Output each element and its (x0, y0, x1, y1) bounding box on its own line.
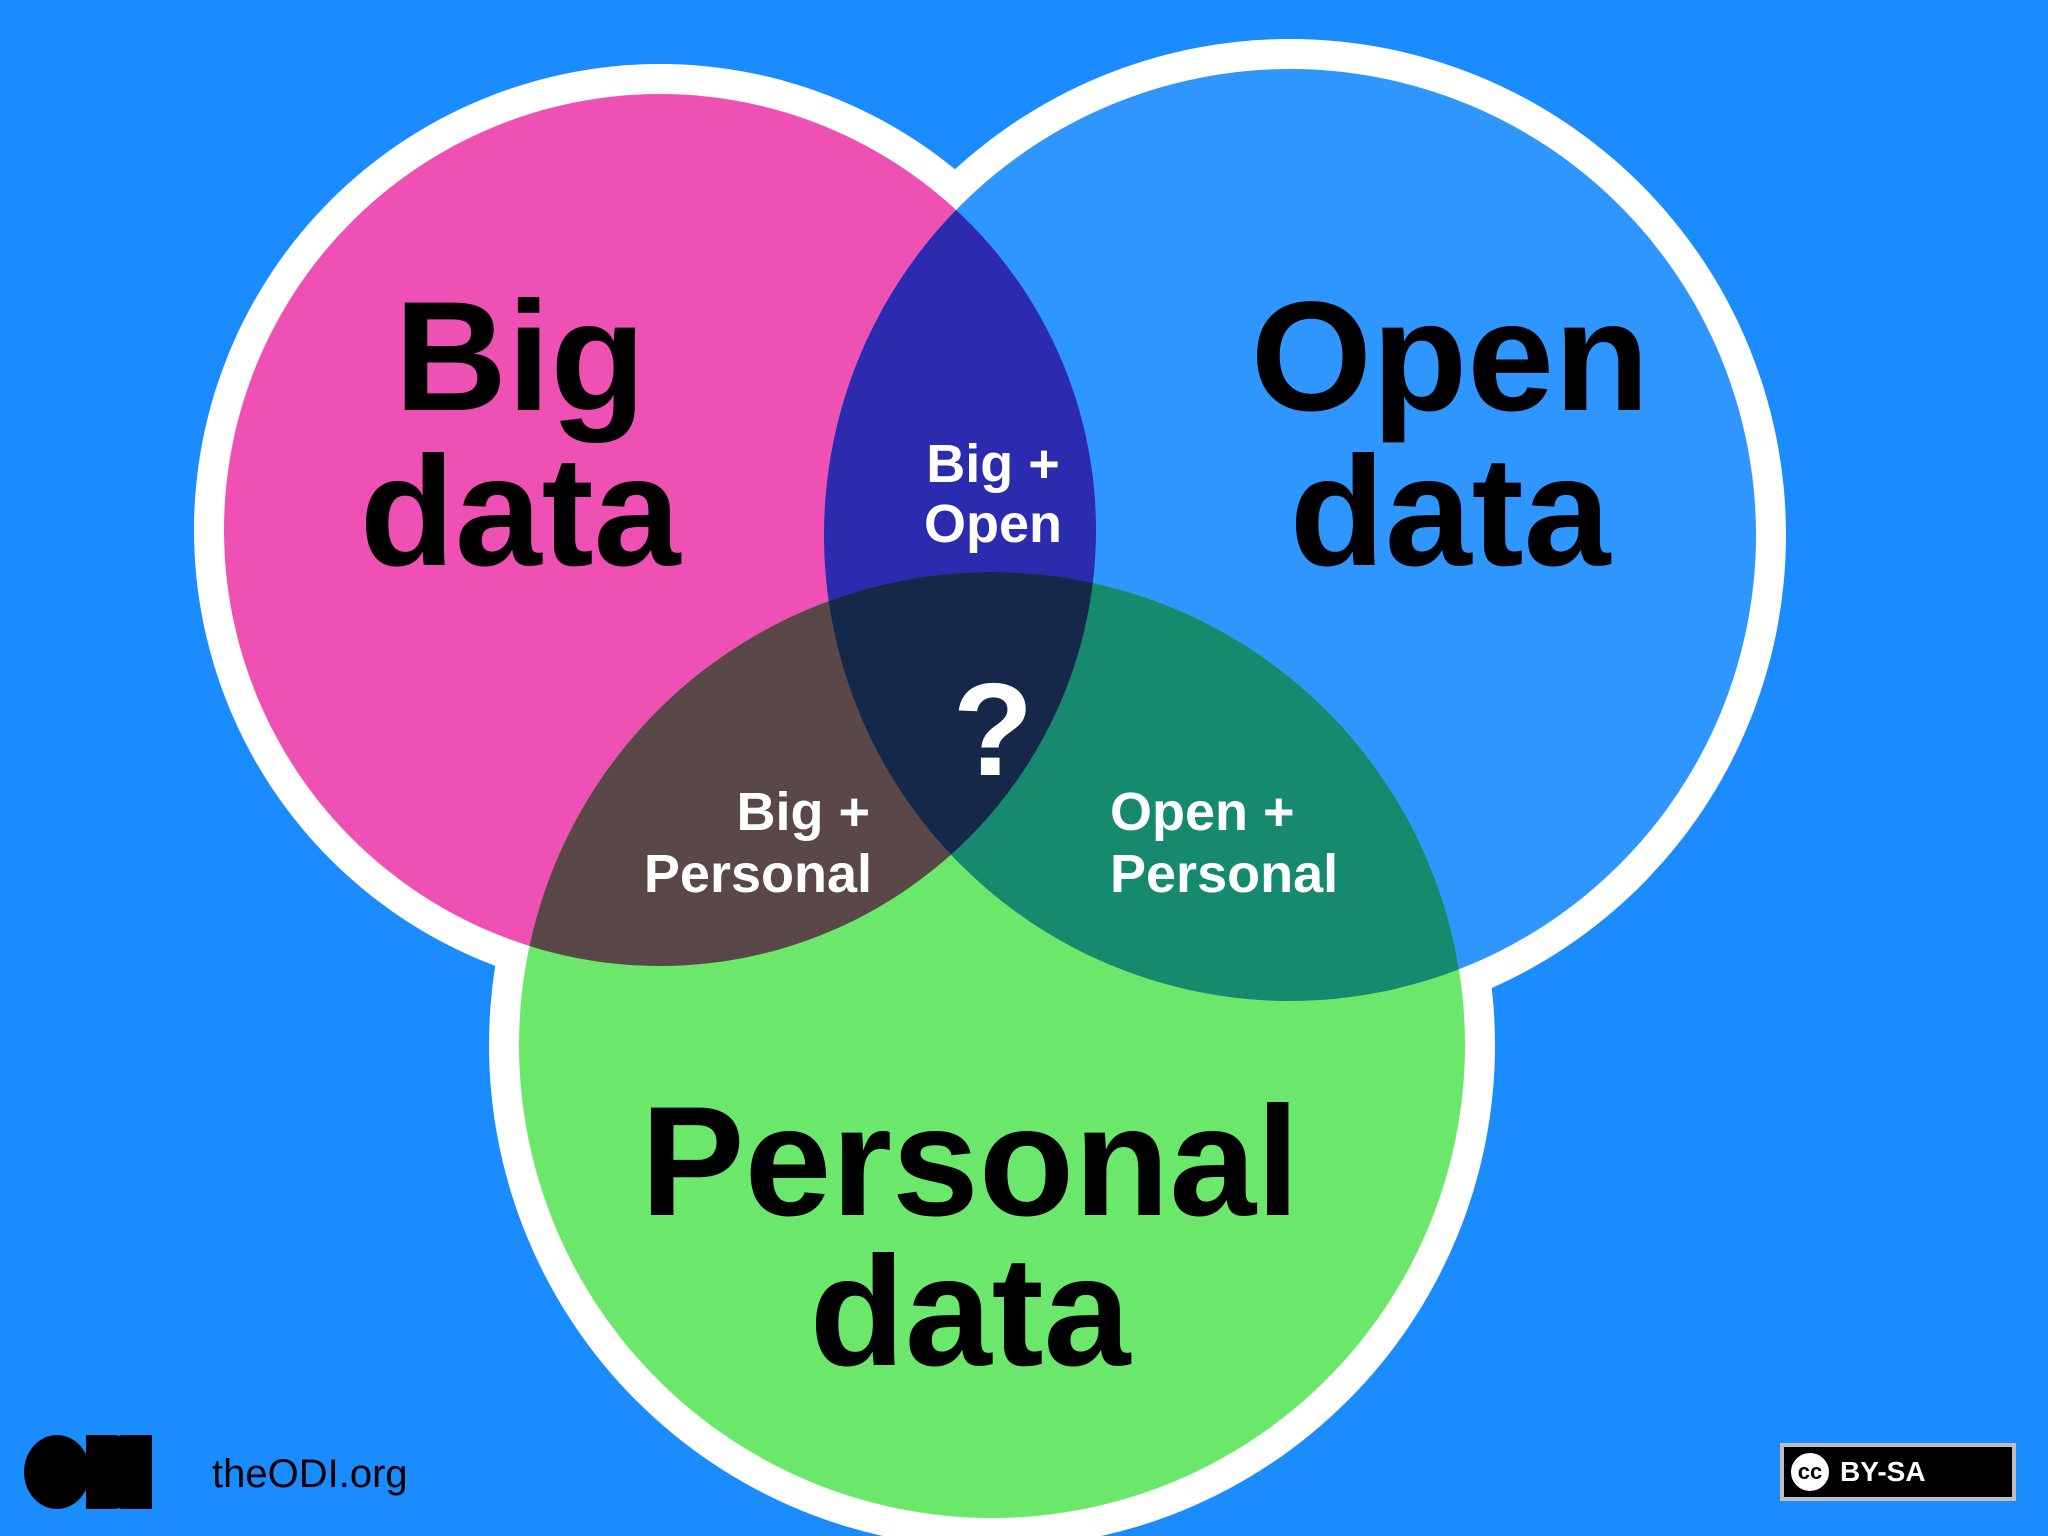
open-data-label-line2: data (1290, 425, 1612, 599)
center-question-mark: ? (953, 656, 1034, 803)
big-data-label: Big (394, 270, 645, 444)
big-personal-intersection (519, 572, 1096, 966)
open-personal-label: Open + (1110, 782, 1295, 842)
big-open-label: Big + (926, 434, 1060, 494)
open-data-label: Open (1251, 270, 1650, 444)
big-open-label-line2: Open (924, 494, 1062, 554)
big-data-label-line2: data (360, 425, 682, 599)
big-personal-label-line2: Personal (644, 844, 872, 904)
site-url[interactable]: theODI.org (212, 1452, 408, 1496)
personal-data-label: Personal (641, 1075, 1300, 1249)
personal-data-label-line2: data (810, 1225, 1132, 1399)
open-personal-intersection (824, 572, 1465, 1001)
big-personal-label: Big + (736, 782, 870, 842)
cc-icon: cc (1788, 1450, 1832, 1494)
license-text: BY-SA (1840, 1456, 1926, 1487)
odi-logo-icon (24, 1435, 152, 1509)
open-personal-label-line2: Personal (1110, 844, 1338, 904)
license-badge[interactable]: cc BY-SA (1780, 1443, 2016, 1501)
